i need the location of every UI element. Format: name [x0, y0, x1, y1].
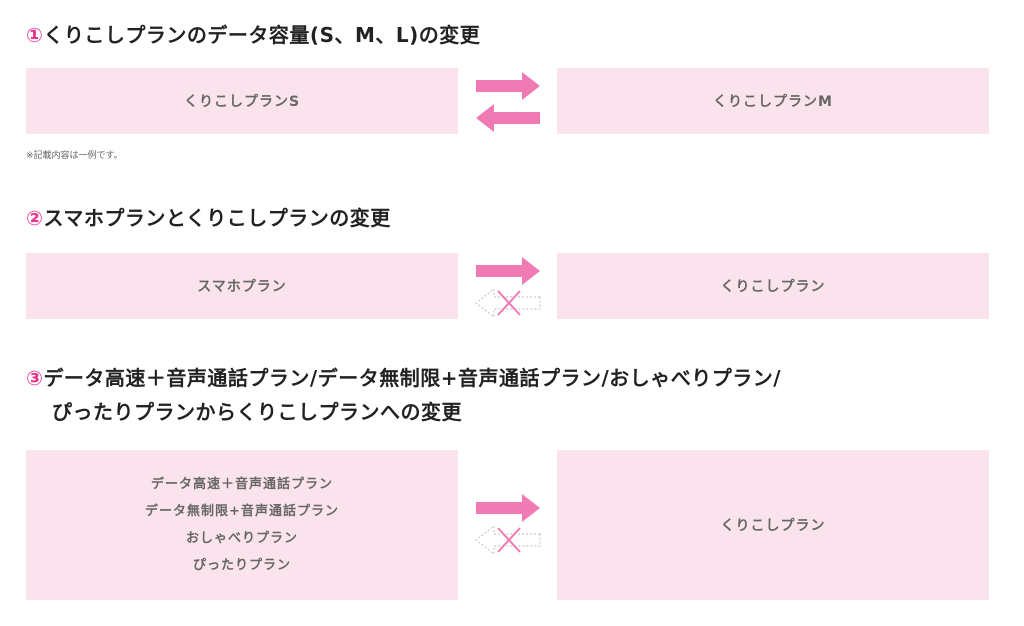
section1-left-box: くりこしプランS — [26, 68, 458, 134]
section2-right-label: くりこしプラン — [720, 279, 826, 295]
section1-heading: ①くりこしプランのデータ容量(S、M、L)の変更 — [26, 20, 480, 50]
section1-title: くりこしプランのデータ容量(S、M、L)の変更 — [43, 23, 481, 47]
section2-number: ② — [26, 206, 44, 230]
section1-right-box: くりこしプランM — [557, 68, 989, 134]
section3-heading: ③データ高速＋音声通話プラン/データ無制限+音声通話プラン/おしゃべりプラン/ — [26, 363, 781, 393]
one-way-arrow-icon — [475, 257, 541, 319]
section1-number: ① — [26, 23, 44, 47]
section3-title-line1: データ高速＋音声通話プラン/データ無制限+音声通話プラン/おしゃべりプラン/ — [43, 366, 782, 390]
section2-heading: ②スマホプランとくりこしプランの変更 — [26, 203, 391, 233]
section2-title: スマホプランとくりこしプランの変更 — [43, 206, 391, 230]
section3-left-line: データ無制限+音声通話プラン — [145, 504, 339, 519]
section3-left-line: データ高速＋音声通話プラン — [150, 477, 333, 492]
section3-left-line: ぴったりプラン — [192, 558, 291, 573]
section1-note: ※記載内容は一例です。 — [26, 151, 123, 161]
section3-number: ③ — [26, 366, 44, 390]
section2-right-box: くりこしプラン — [557, 253, 989, 319]
section2-left-box: スマホプラン — [26, 253, 458, 319]
section3-right-label: くりこしプラン — [720, 518, 826, 534]
section3-left-line: おしゃべりプラン — [185, 531, 298, 546]
section2-left-label: スマホプラン — [197, 279, 287, 295]
section1-left-label: くりこしプランS — [183, 94, 301, 110]
section3-title-line2: ぴったりプランからくりこしプランへの変更 — [52, 400, 462, 424]
one-way-arrow-icon — [475, 494, 541, 556]
bidirectional-arrow-icon — [476, 72, 540, 132]
section3-right-box: くりこしプラン — [557, 450, 989, 600]
section3-left-box: データ高速＋音声通話プラン データ無制限+音声通話プラン おしゃべりプラン ぴっ… — [26, 450, 458, 600]
section1-right-label: くりこしプランM — [713, 94, 833, 110]
